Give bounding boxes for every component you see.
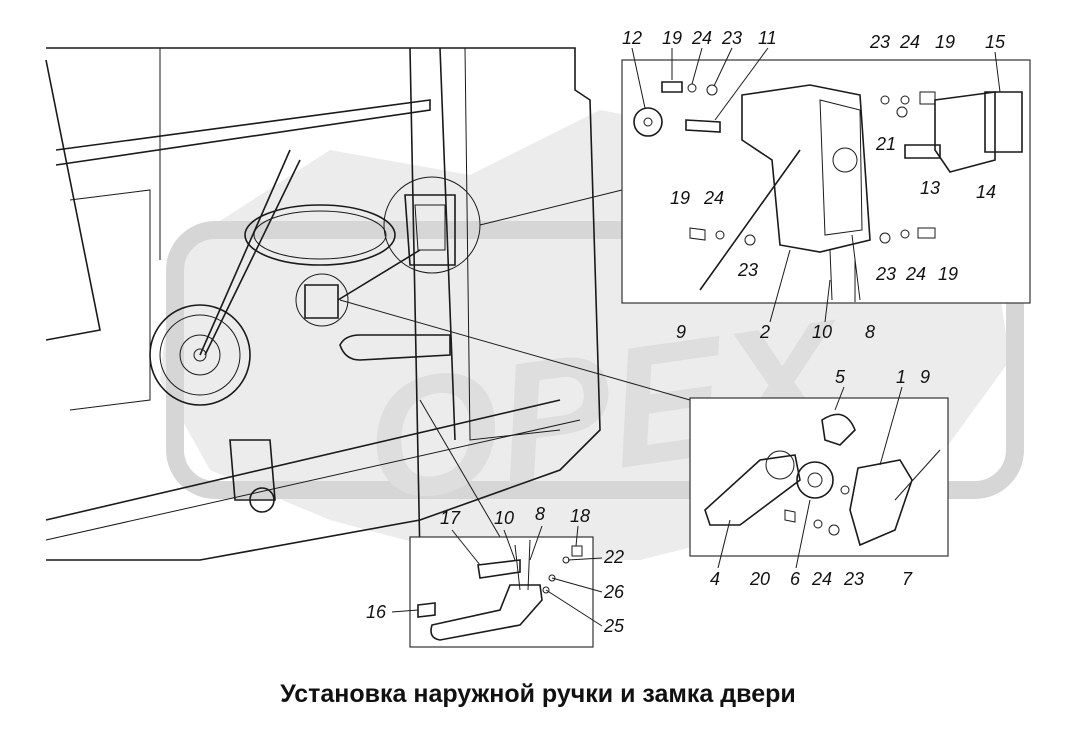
callout-1: 1: [896, 367, 906, 387]
part-15-plate: [984, 91, 1023, 153]
callout-2: 2: [759, 322, 770, 342]
handle-mechanism-drawing: [704, 413, 941, 547]
callout-23-top-right: 23: [869, 32, 890, 52]
callout-8-top: 8: [865, 322, 875, 342]
callout-19-left: 19: [670, 188, 690, 208]
detail-leaders: [339, 189, 691, 538]
part-2-lock-body: [741, 84, 871, 253]
part-6-disc: [796, 461, 834, 499]
callout-26: 26: [603, 582, 625, 602]
part-5-cam: [821, 413, 856, 446]
part-18-screw: [571, 545, 583, 557]
window-regulator-sector: [149, 149, 301, 406]
part-12-washer: [633, 107, 663, 137]
door-frame: [45, 47, 601, 561]
callout-9-top: 9: [676, 322, 686, 342]
door-opening-oval: [244, 204, 396, 266]
callout-5: 5: [835, 367, 846, 387]
callout-24-top-right: 24: [899, 32, 920, 52]
part-17-gasket: [477, 559, 521, 579]
lock-detail-panel: [621, 59, 1031, 304]
callout-13: 13: [920, 178, 940, 198]
callout-labels: 12 19 24 23 11 23 24 19 15 21 13 14 19 2…: [366, 28, 1006, 636]
callout-8-bottom: 8: [535, 504, 545, 524]
callout-19-top-right: 19: [935, 32, 955, 52]
callout-19-top: 19: [662, 28, 682, 48]
part-8-rod: [851, 234, 861, 301]
callout-24-right: 24: [905, 264, 926, 284]
callout-17: 17: [440, 508, 461, 528]
figure-caption: Установка наружной ручки и замка двери: [280, 680, 796, 708]
part-10-rod: [829, 249, 833, 301]
callout-10-bottom: 10: [494, 508, 514, 528]
callout-14: 14: [976, 182, 996, 202]
part-1-plate: [849, 459, 913, 547]
callout-9-mid: 9: [920, 367, 930, 387]
callout-24-mid: 24: [811, 569, 832, 589]
callout-7: 7: [902, 569, 913, 589]
callout-25: 25: [603, 616, 625, 636]
outer-handle-on-door: [339, 334, 451, 361]
callout-11: 11: [758, 28, 777, 48]
handle-mechanism-in-door: [295, 249, 421, 327]
part-handle: [430, 584, 543, 641]
handle-mechanism-panel: [689, 397, 949, 557]
callout-16: 16: [366, 602, 387, 622]
callout-20: 20: [749, 569, 770, 589]
callout-15: 15: [985, 32, 1006, 52]
callout-4: 4: [710, 569, 720, 589]
callout-21: 21: [875, 134, 896, 154]
part-19-bolt-top: [661, 81, 683, 93]
part-8-rod-handle: [527, 539, 531, 591]
part-10-rod-handle: [514, 544, 521, 591]
part-4-lever: [704, 454, 801, 526]
part-14-striker: [934, 91, 996, 173]
callout-18: 18: [570, 506, 590, 526]
outer-handle-drawing: [417, 539, 583, 641]
callout-leader-lines: [391, 47, 1001, 627]
callout-22: 22: [603, 547, 624, 567]
callout-12: 12: [622, 28, 642, 48]
part-11-pin: [685, 119, 721, 133]
part-9-rod: [699, 149, 801, 291]
lock-detail-drawing: [633, 81, 1023, 301]
callout-19-right: 19: [938, 264, 958, 284]
part-13-bolt: [904, 144, 941, 159]
outer-handle-panel: [409, 536, 594, 648]
callout-23-top: 23: [721, 28, 742, 48]
callout-24-left: 24: [703, 188, 724, 208]
part-16-clip: [417, 602, 436, 618]
regulator-arm-bottom: [229, 439, 276, 513]
callout-10-top: 10: [812, 322, 832, 342]
callout-24-top: 24: [691, 28, 712, 48]
watermark-band: [166, 221, 1024, 499]
callout-6: 6: [790, 569, 801, 589]
callout-23-left: 23: [737, 260, 758, 280]
part-9-rod-mech: [894, 449, 941, 501]
callout-23-right: 23: [875, 264, 896, 284]
part-20-screw: [784, 509, 796, 523]
callout-23-mid: 23: [843, 569, 864, 589]
